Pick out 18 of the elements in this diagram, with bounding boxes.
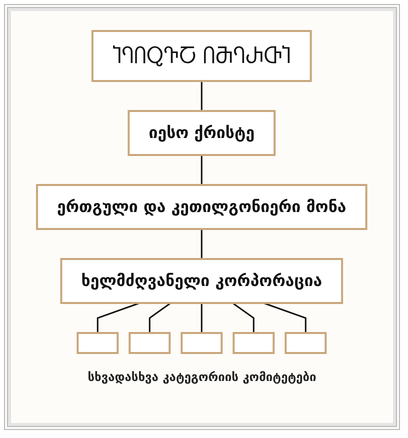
- node-box: ႨႤႶႭႥႠ ႶႫႤႰႧႨ: [92, 30, 312, 82]
- connector: [97, 302, 140, 333]
- node-box: ხელმძღვანელი კორპორაცია: [60, 258, 344, 304]
- connector: [149, 302, 172, 333]
- connector: [232, 302, 255, 333]
- connector: [264, 302, 307, 333]
- node-box: ერთგული და კეთილგონიერი მონა: [36, 184, 368, 230]
- node-box: [129, 332, 171, 354]
- node-box: [285, 332, 327, 354]
- caption-text: სხვადასხვა კატეგორიის კომიტეტები: [86, 370, 318, 384]
- node-box: [233, 332, 275, 354]
- connector: [201, 81, 203, 111]
- connector: [201, 229, 203, 259]
- node-box: [181, 332, 223, 354]
- connector: [201, 155, 203, 185]
- node-box: იესო ქრისტე: [128, 110, 276, 156]
- node-box: [77, 332, 119, 354]
- connector: [201, 303, 203, 333]
